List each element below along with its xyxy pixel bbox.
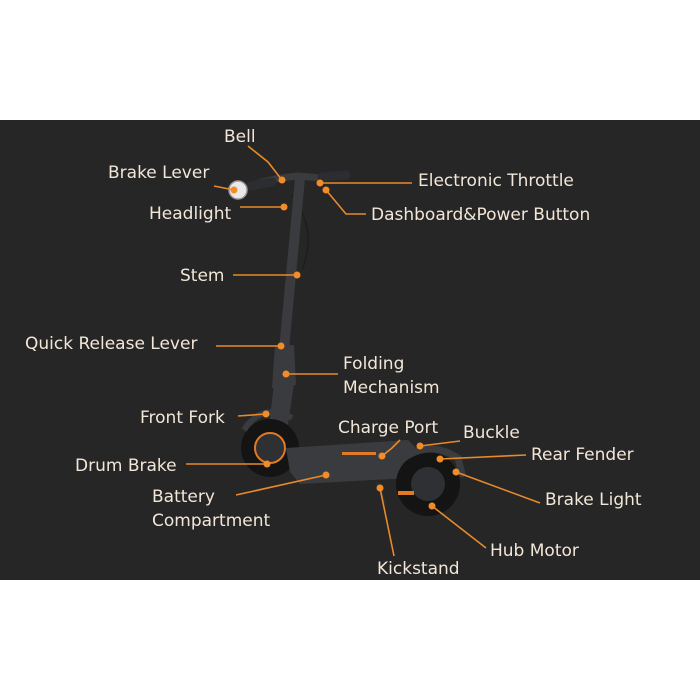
callout-dot-brake-light [452, 468, 460, 476]
headlight-lens [228, 180, 248, 200]
callout-dot-rear-fender [436, 455, 444, 463]
label-drum-brake: Drum Brake [75, 456, 177, 476]
callout-dot-front-fork [262, 410, 270, 418]
callout-dot-charge-port [378, 452, 386, 460]
label-battery-compartment-line1: Battery [152, 487, 215, 507]
label-brake-lever: Brake Lever [108, 163, 209, 183]
deck [286, 440, 420, 484]
label-rear-fender: Rear Fender [531, 445, 634, 465]
label-electronic-throttle: Electronic Throttle [418, 171, 574, 191]
label-battery-compartment-line2: Compartment [152, 511, 270, 531]
label-stem: Stem [180, 266, 224, 286]
label-brake-light: Brake Light [545, 490, 642, 510]
scooter-illustration [228, 170, 466, 516]
callout-dot-quick-release-lever [277, 342, 285, 350]
callout-dot-electronic-throttle [316, 179, 324, 187]
diagram-background-panel [0, 120, 700, 580]
rear-wheel-accent [398, 491, 414, 495]
stem-tube [279, 173, 305, 355]
callout-dot-battery-compartment [322, 471, 330, 479]
label-buckle: Buckle [463, 423, 520, 443]
callout-dot-buckle [416, 442, 424, 450]
callout-labels: Bell Brake Lever Headlight Electronic Th… [25, 127, 642, 579]
right-grip [317, 170, 351, 182]
callout-dot-drum-brake [263, 460, 271, 468]
callout-dot-stem [293, 271, 301, 279]
label-dashboard-power-button: Dashboard&Power Button [371, 205, 590, 225]
callout-dot-bell [278, 176, 286, 184]
callout-dots [230, 176, 460, 510]
folding-joint [272, 345, 296, 388]
left-grip [245, 177, 277, 191]
leader-lines [186, 145, 541, 557]
label-kickstand: Kickstand [377, 559, 460, 579]
label-front-fork: Front Fork [140, 408, 225, 428]
label-folding-mechanism-line2: Mechanism [343, 378, 440, 398]
label-bell: Bell [224, 127, 256, 147]
label-charge-port: Charge Port [338, 418, 438, 438]
callout-dot-hub-motor [428, 502, 436, 510]
callout-dot-kickstand [376, 484, 384, 492]
front-wheel-hub [254, 432, 286, 464]
callout-dot-headlight [280, 203, 288, 211]
callout-dot-dashboard-power-button [322, 186, 330, 194]
callout-dot-brake-lever [230, 186, 238, 194]
callout-dot-folding-mechanism [282, 370, 290, 378]
deck-accent [342, 452, 376, 455]
label-quick-release-lever: Quick Release Lever [25, 334, 197, 354]
label-headlight: Headlight [149, 204, 231, 224]
label-hub-motor: Hub Motor [490, 541, 579, 561]
rear-wheel-hub [411, 467, 445, 501]
label-folding-mechanism-line1: Folding [343, 354, 404, 374]
